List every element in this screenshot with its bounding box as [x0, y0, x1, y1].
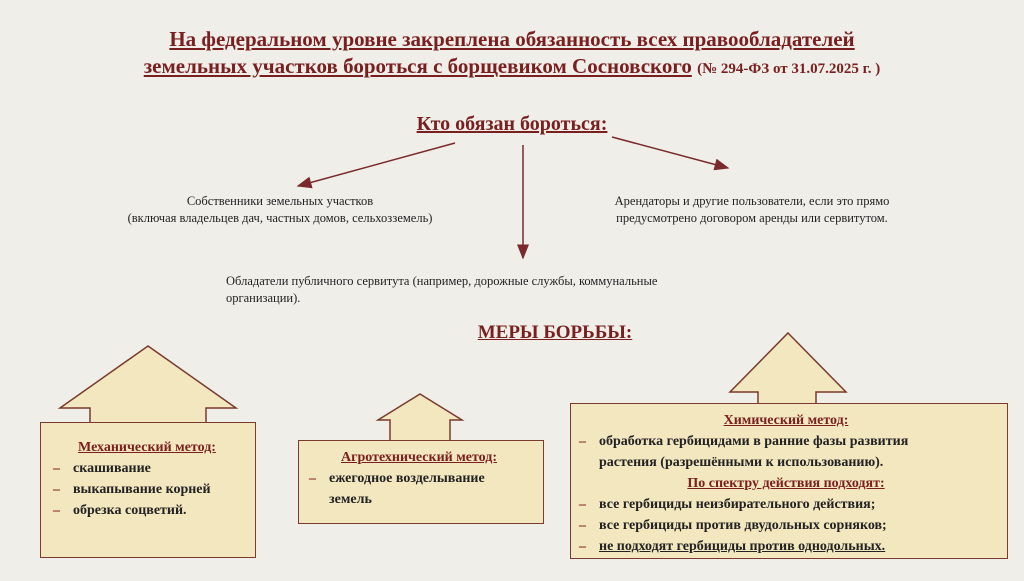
list-item: все гербициды неизбирательного действия;: [573, 494, 999, 515]
owners-text: Собственники земельных участков (включая…: [60, 193, 500, 227]
owners-line-1: Собственники земельных участков: [186, 194, 374, 208]
servitude-line-2: организации).: [226, 291, 301, 305]
chemical-not-suitable: не подходят гербициды против однодольных…: [599, 539, 886, 554]
list-item: скашивание: [47, 458, 247, 479]
main-title: На федеральном уровне закреплена обязанн…: [0, 26, 1024, 83]
tenants-line-2: предусмотрено договором аренды или серви…: [616, 211, 888, 225]
agro-box: Агротехнический метод: ежегодное возделы…: [298, 440, 544, 524]
agro-item-line-1: ежегодное возделывание: [329, 471, 485, 486]
mechanical-list: скашивание выкапывание корней обрезка со…: [47, 458, 247, 521]
list-item: обрезка соцветий.: [47, 500, 247, 521]
law-reference: (№ 294-ФЗ от 31.07.2025 г. ): [697, 61, 881, 77]
mechanical-title: Механический метод:: [78, 440, 216, 455]
title-line-2: земельных участков бороться с борщевиком…: [143, 54, 692, 78]
chemical-item-1-line-2: растения (разрешёнными к использованию).: [599, 455, 884, 470]
title-line-1: На федеральном уровне закреплена обязанн…: [169, 27, 855, 51]
who-heading: Кто обязан бороться:: [416, 113, 608, 135]
list-item: ежегодное возделывание: [303, 468, 535, 489]
agro-item-line-2: земель: [329, 492, 372, 507]
chemical-suitable-list: все гербициды неизбирательного действия;…: [573, 494, 999, 557]
list-item: все гербициды против двудольных сорняков…: [573, 515, 999, 536]
servitude-line-1: Обладатели публичного сервитута (наприме…: [226, 274, 658, 288]
chemical-box: Химический метод: обработка гербицидами …: [570, 403, 1008, 559]
chemical-list: обработка гербицидами в ранние фазы разв…: [573, 431, 999, 452]
list-item: выкапывание корней: [47, 479, 247, 500]
owners-line-2: (включая владельцев дач, частных домов, …: [127, 211, 433, 225]
agro-list: ежегодное возделывание: [303, 468, 535, 489]
mechanical-box: Механический метод: скашивание выкапыван…: [40, 422, 256, 558]
chemical-title: Химический метод:: [723, 413, 849, 428]
servitude-text: Обладатели публичного сервитута (наприме…: [226, 273, 786, 307]
tenants-text: Арендаторы и другие пользователи, если э…: [552, 193, 952, 227]
list-item: не подходят гербициды против однодольных…: [573, 536, 999, 557]
tenants-line-1: Арендаторы и другие пользователи, если э…: [614, 194, 890, 208]
chemical-item-1-line-1: обработка гербицидами в ранние фазы разв…: [599, 434, 909, 449]
arrow-to-owners: [296, 142, 456, 189]
list-item: обработка гербицидами в ранние фазы разв…: [573, 431, 999, 452]
mechanical-arrow-shape: [57, 345, 239, 425]
arrow-to-tenants: [611, 136, 730, 171]
agro-arrow-shape: [375, 393, 465, 443]
chemical-subtitle: По спектру действия подходят:: [687, 476, 885, 491]
measures-heading: МЕРЫ БОРЬБЫ:: [477, 322, 633, 343]
agro-title: Агротехнический метод:: [341, 450, 497, 465]
